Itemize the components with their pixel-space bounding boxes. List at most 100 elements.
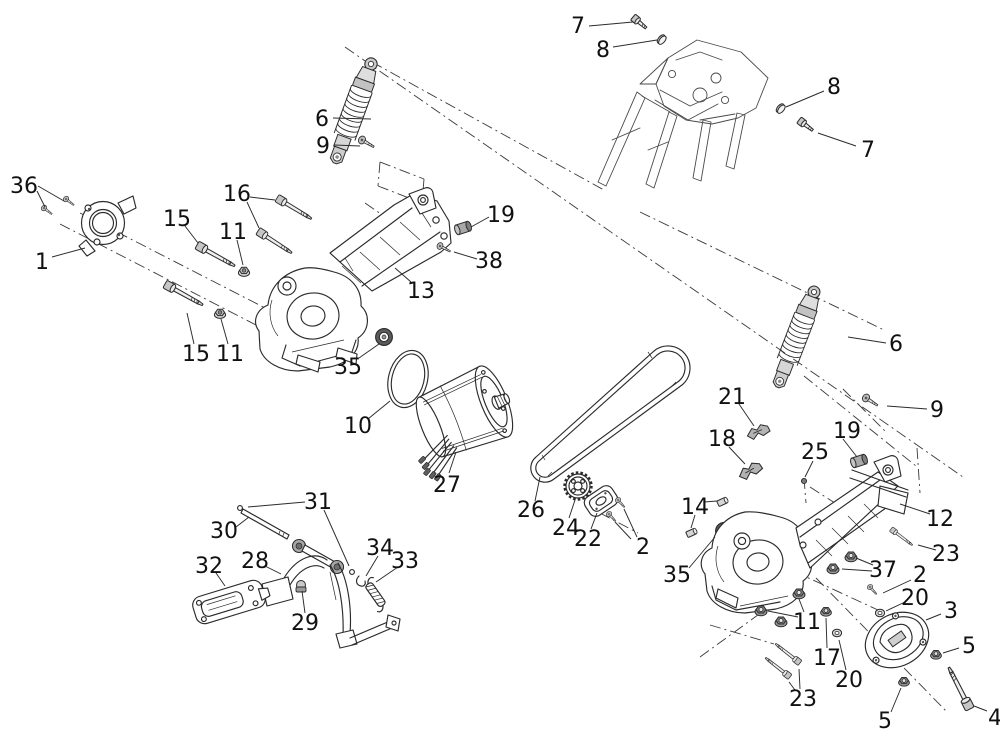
part-label-19: 19	[487, 203, 515, 228]
leader-line	[623, 508, 638, 538]
alignment-guide-line	[639, 211, 885, 331]
leader-line	[367, 400, 391, 420]
alignment-guide-line	[803, 375, 917, 467]
kickstand-pin-31-b	[349, 569, 355, 575]
leader-line	[333, 144, 361, 147]
part-label-30: 30	[210, 519, 238, 544]
shock-absorber-left-drawing	[324, 53, 384, 168]
return-spring-33	[365, 576, 386, 613]
alignment-guide-line	[377, 161, 381, 187]
bolt-23-lower-a	[773, 641, 803, 666]
nut-5-a	[930, 649, 942, 660]
leader-line	[51, 247, 86, 258]
nut-37-a	[844, 551, 858, 563]
flange-nut-11-b	[213, 308, 227, 319]
kickstand-pin-31-a	[237, 505, 243, 511]
frame-bolt-7-left	[630, 13, 649, 32]
part-label-12: 12	[926, 507, 954, 532]
pin-14-b	[685, 527, 699, 539]
leader-line	[788, 681, 796, 691]
alignment-guide-line	[599, 512, 639, 534]
part-label-8: 8	[827, 75, 841, 100]
part-label-9: 9	[930, 398, 944, 423]
part-label-37: 37	[869, 558, 897, 583]
part-label-10: 10	[344, 414, 372, 439]
swingarm-left-drawing	[255, 187, 452, 373]
alignment-guide-line	[371, 61, 605, 191]
part-label-5: 5	[878, 709, 892, 729]
part-label-3: 3	[944, 599, 958, 624]
part-label-20: 20	[835, 668, 863, 693]
part-label-13: 13	[407, 279, 435, 304]
frame-bracket-drawing	[597, 39, 769, 189]
leader-line	[36, 190, 46, 208]
kickstand-assembly-drawing	[192, 505, 401, 649]
leader-line	[855, 557, 874, 566]
flange-nut-11-a	[237, 266, 251, 277]
part-label-16: 16	[223, 182, 251, 207]
frame-washer-8-right	[774, 101, 788, 116]
leader-line	[246, 201, 260, 229]
nut-37-b	[826, 563, 840, 575]
part-label-15: 15	[182, 342, 210, 367]
part-label-25: 25	[801, 440, 829, 465]
leader-line	[264, 565, 282, 575]
pivot-bolt-15-a	[194, 240, 238, 271]
part-label-22: 22	[574, 527, 602, 552]
cable-clip-21	[746, 423, 772, 441]
leader-line	[738, 403, 755, 427]
parts-layer	[39, 13, 975, 712]
leader-line	[899, 503, 931, 515]
alignment-guide-line	[916, 447, 921, 494]
alignment-guide-line	[421, 178, 425, 204]
part-label-38: 38	[475, 249, 503, 274]
bolt-23-right	[889, 526, 915, 548]
leader-line	[885, 601, 906, 612]
cover-screw-36-a	[39, 203, 54, 217]
bolt-4	[944, 664, 975, 712]
leader-line	[590, 512, 598, 530]
screw-2-right	[865, 582, 879, 597]
leader-line	[973, 705, 988, 712]
alignment-guide-line	[699, 611, 763, 658]
part-label-29: 29	[291, 611, 319, 636]
part-label-9: 9	[316, 134, 330, 159]
part-label-23: 23	[789, 687, 817, 712]
leader-line	[184, 225, 199, 244]
leader-line	[688, 536, 716, 569]
alignment-guide-line	[379, 161, 425, 180]
leader-line	[882, 579, 912, 594]
part-label-5: 5	[962, 634, 976, 659]
part-label-18: 18	[708, 427, 736, 452]
leader-line	[886, 405, 928, 410]
shock-absorber-right-drawing	[767, 282, 827, 392]
part-label-15: 15	[163, 207, 191, 232]
leader-line	[365, 555, 379, 577]
cable-clip-18	[736, 460, 765, 482]
leader-line	[703, 500, 718, 503]
leader-line	[841, 568, 873, 572]
part-label-19: 19	[833, 419, 861, 444]
swingarm-right-drawing	[700, 455, 909, 614]
part-label-2: 2	[913, 563, 927, 588]
part-label-1: 1	[35, 250, 49, 275]
part-label-7: 7	[571, 14, 585, 39]
part-label-34: 34	[366, 536, 394, 561]
round-cover-1-drawing	[78, 195, 137, 257]
alignment-guide-line	[842, 388, 888, 434]
pivot-bolt-15-b	[162, 279, 206, 310]
part-label-31: 31	[304, 490, 332, 515]
part-label-35: 35	[663, 563, 691, 588]
sprocket-24-drawing	[563, 471, 593, 501]
leader-line	[728, 446, 746, 465]
leader-line	[925, 613, 942, 621]
leader-line	[236, 239, 244, 266]
shock-bolt-9-right	[860, 392, 881, 410]
alignment-guide-line	[709, 624, 775, 645]
leader-line	[690, 514, 696, 529]
part-label-35: 35	[334, 355, 362, 380]
leader-line	[838, 639, 847, 671]
shock-bolt-9-left	[356, 134, 377, 151]
